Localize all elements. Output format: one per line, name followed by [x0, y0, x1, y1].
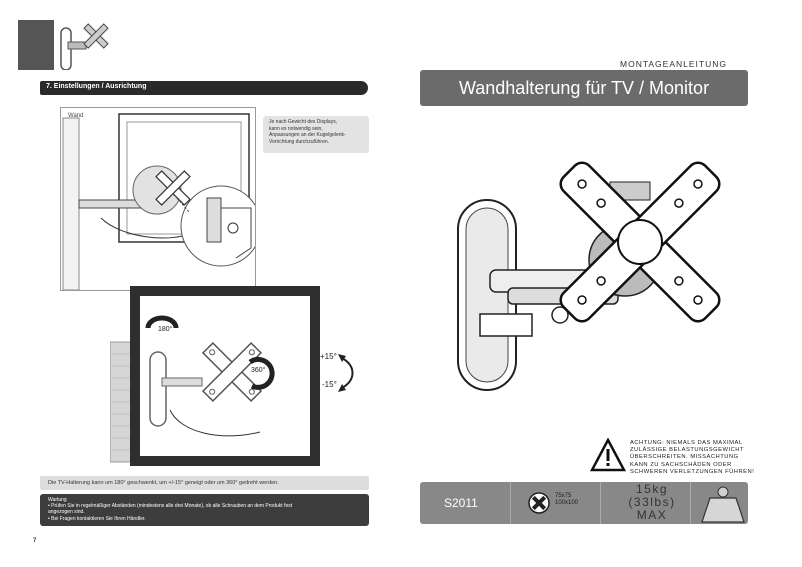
page-title: Wandhalterung für TV / Monitor	[420, 70, 748, 106]
maintenance-line: • Prüfen Sie in regelmäßiger Abständen (…	[48, 503, 293, 510]
note-box: Je nach Gewicht des Displays, kann es no…	[263, 116, 369, 153]
caption: Die TV-Halterung kann um 180° geschwenkt…	[40, 476, 369, 490]
maintenance-line: • Bei Fragen kontaktieren Sie Ihren Händ…	[48, 515, 146, 522]
rotation-diagram	[110, 286, 320, 466]
note-line: Vorrichtung durchzuführen.	[269, 138, 330, 145]
load-warning-line: ACHTUNG: NIEMALS DAS MAXIMAL	[630, 440, 743, 446]
load-warning: ACHTUNG: NIEMALS DAS MAXIMAL ZULÄSSIGE B…	[630, 440, 755, 476]
product-illustration	[457, 161, 721, 391]
corner-block	[18, 20, 54, 70]
spec-divider	[510, 482, 511, 524]
wall-mount-illustration	[62, 113, 255, 290]
spec-divider	[600, 482, 601, 524]
wall-label: Wand	[68, 113, 84, 119]
load-warning-line: KANN ZU SACHSCHÄDEN ODER	[630, 461, 732, 468]
vesa-icon	[528, 492, 550, 514]
tilt-up-label: +15°	[320, 352, 337, 361]
document-header: MONTAGEANLEITUNG	[620, 59, 727, 69]
spec-bar	[420, 482, 748, 524]
weight-icon	[701, 486, 745, 523]
load-warning-line: SCHWEREN VERLETZUNGEN FÜHREN!	[630, 468, 755, 475]
maintenance-heading: Wartung	[48, 497, 67, 503]
model-number: S2011	[444, 496, 478, 510]
note-line: kann es notwendig sein,	[269, 125, 323, 132]
vesa-size: 75x75	[555, 493, 572, 499]
rotation-180-label: 180°	[158, 326, 173, 333]
vesa-size: 100x100	[555, 500, 579, 506]
maintenance-box: Wartung • Prüfen Sie in regelmäßiger Abs…	[40, 494, 369, 526]
load-warning-line: ZULÄSSIGE BELASTUNGSGEWICHT	[630, 447, 744, 454]
max-weight: 15kg (33lbs) MAX	[622, 483, 682, 522]
section-title: 7. Einstellungen / Ausrichtung	[40, 81, 368, 95]
vesa-sizes: 75x75 100x100	[555, 493, 578, 507]
note-line: Je nach Gewicht des Displays,	[269, 119, 338, 125]
rotation-360-label: 360°	[251, 367, 266, 374]
maintenance-line: angezogen sind.	[48, 509, 85, 516]
page-number: 7	[33, 538, 37, 544]
load-warning-line: ÜBERSCHREITEN. MISSACHTUNG	[630, 454, 739, 461]
max-weight-lbs: (33lbs)	[628, 495, 676, 509]
bracket-thumbnail	[60, 23, 109, 70]
max-weight-label: MAX	[636, 508, 668, 522]
note-line: Anpassungen an der Kugelgelenk-	[269, 132, 346, 138]
spec-divider	[690, 482, 691, 524]
tilt-down-label: -15°	[322, 380, 337, 389]
warning-triangle-icon	[590, 438, 626, 472]
tilt-arrow	[338, 354, 354, 392]
max-weight-kg: 15kg	[635, 482, 669, 496]
